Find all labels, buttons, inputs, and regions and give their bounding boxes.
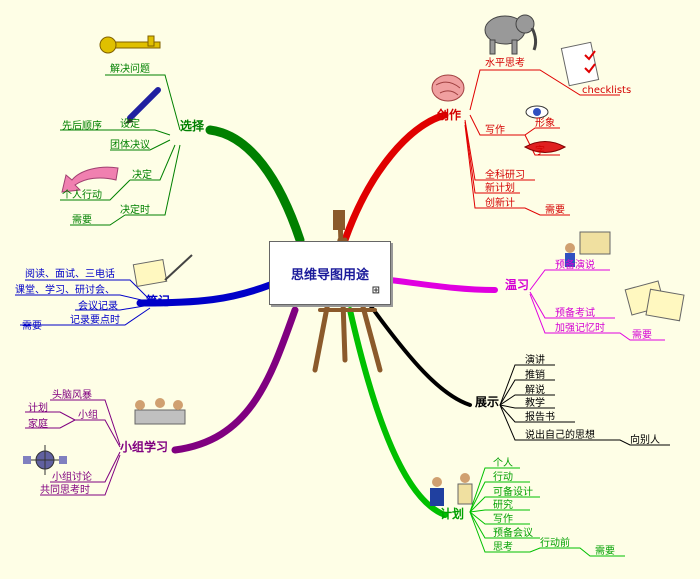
node-zhanshi-3[interactable]: 教学 [525, 398, 545, 409]
node-xuanze-5[interactable]: 个人行动 [62, 190, 102, 201]
node-jihua-4[interactable]: 写作 [493, 514, 513, 525]
branch-jihua[interactable]: 计划 [440, 507, 465, 521]
brain-icon [431, 74, 465, 102]
branch-biji[interactable]: 笔记 [146, 294, 171, 308]
node-zhanshi-1[interactable]: 推销 [525, 370, 545, 381]
node-chuangzuo-6[interactable]: 新计划 [485, 183, 515, 194]
lips-icon [523, 141, 567, 153]
branch-line-zhanshi [368, 303, 472, 407]
branch-zhanshi[interactable]: 展示 [475, 395, 500, 409]
node-biji-0[interactable]: 阅读、面试、三电话 [25, 269, 115, 280]
network-icon [23, 445, 67, 475]
branch-line-xiaozu [171, 306, 299, 454]
presenter-icon [565, 231, 611, 267]
node-xuanze-0[interactable]: 解决问题 [110, 64, 150, 75]
node-jihua-0[interactable]: 个人 [493, 458, 513, 469]
branch-line-xuanze [205, 125, 305, 245]
node-xuanze-7[interactable]: 需要 [72, 215, 92, 226]
checklist-icon [560, 41, 600, 87]
eye-icon [525, 105, 549, 119]
node-wenxi-0[interactable]: 预备演说 [555, 260, 595, 271]
node-chuangzuo-3[interactable]: 形象 [535, 118, 555, 129]
node-xiaozu-3[interactable]: 家庭 [28, 419, 48, 430]
key-icon [99, 35, 161, 54]
node-wenxi-1[interactable]: 预备考试 [555, 308, 595, 319]
node-xuanze-3[interactable]: 团体决议 [110, 140, 150, 151]
branch-xuanze[interactable]: 选择 [180, 119, 205, 133]
node-chuangzuo-7[interactable]: 创新计 [485, 198, 515, 209]
node-zhanshi-5[interactable]: 说出自己的思想 [525, 430, 595, 441]
papers-icon [624, 280, 685, 322]
central-topic-box[interactable]: 思维导图用途 ⊞ [269, 241, 391, 305]
node-zhanshi-2[interactable]: 解说 [525, 385, 545, 396]
node-zhanshi-4[interactable]: 报告书 [525, 412, 555, 423]
branch-line-wenxi [387, 277, 498, 293]
node-chuangzuo-2[interactable]: 写作 [485, 125, 505, 136]
node-xiaozu-0[interactable]: 头脑风暴 [52, 390, 92, 401]
node-jihua-3[interactable]: 研究 [493, 500, 513, 511]
branch-line-jihua [347, 307, 448, 518]
branch-line-chuangzuo [341, 111, 449, 244]
elephant-icon [484, 14, 538, 55]
central-topic-icon: ⊞ [371, 285, 380, 296]
node-biji-4[interactable]: 需要 [22, 321, 42, 332]
arrow-icon [61, 166, 119, 193]
node-chuangzuo-0[interactable]: 水平思考 [485, 58, 525, 69]
node-chuangzuo-5[interactable]: 全科研习 [485, 170, 525, 181]
branch-xiaozu[interactable]: 小组学习 [120, 440, 169, 454]
node-chuangzuo-8[interactable]: 需要 [545, 205, 565, 216]
branch-line-biji [136, 281, 274, 307]
node-xiaozu-4[interactable]: 小组讨论 [52, 472, 92, 483]
node-biji-1[interactable]: 课堂、学习、研讨会、 [15, 285, 115, 296]
node-xuanze-6[interactable]: 决定时 [120, 205, 150, 216]
branch-chuangzuo[interactable]: 创作 [437, 108, 462, 122]
node-zhanshi-0[interactable]: 演讲 [525, 355, 545, 366]
node-xuanze-4[interactable]: 决定 [132, 170, 152, 181]
node-jihua-7[interactable]: 行动前 [540, 538, 570, 549]
node-xiaozu-2[interactable]: 小组 [78, 410, 98, 421]
node-xiaozu-1[interactable]: 计划 [28, 403, 48, 414]
central-topic-title: 思维导图用途 [290, 267, 369, 283]
note-quill-icon [132, 254, 193, 288]
node-chuangzuo-1[interactable]: checklists [582, 85, 632, 96]
node-xiaozu-5[interactable]: 共同思考时 [40, 485, 90, 496]
node-xuanze-1[interactable]: 设定 [120, 119, 140, 130]
node-jihua-6[interactable]: 思考 [493, 542, 513, 553]
branch-wenxi[interactable]: 温习 [505, 278, 530, 292]
meeting-people-icon [134, 398, 186, 425]
node-jihua-2[interactable]: 可备设计 [493, 487, 533, 498]
node-biji-2[interactable]: 会议记录 [78, 301, 118, 312]
node-wenxi-2[interactable]: 加强记忆时 [555, 323, 605, 334]
node-wenxi-3[interactable]: 需要 [632, 330, 652, 341]
node-jihua-5[interactable]: 预备会议 [493, 528, 533, 539]
node-chuangzuo-4[interactable]: 字 [535, 146, 545, 157]
business-people-icon [430, 473, 473, 506]
node-biji-3[interactable]: 记录要点时 [70, 315, 120, 326]
node-jihua-8[interactable]: 需要 [595, 546, 615, 557]
node-jihua-1[interactable]: 行动 [493, 472, 513, 483]
pen-icon [124, 87, 161, 124]
node-zhanshi-6[interactable]: 向别人 [630, 435, 660, 446]
node-xuanze-2[interactable]: 先后顺序 [62, 121, 102, 132]
